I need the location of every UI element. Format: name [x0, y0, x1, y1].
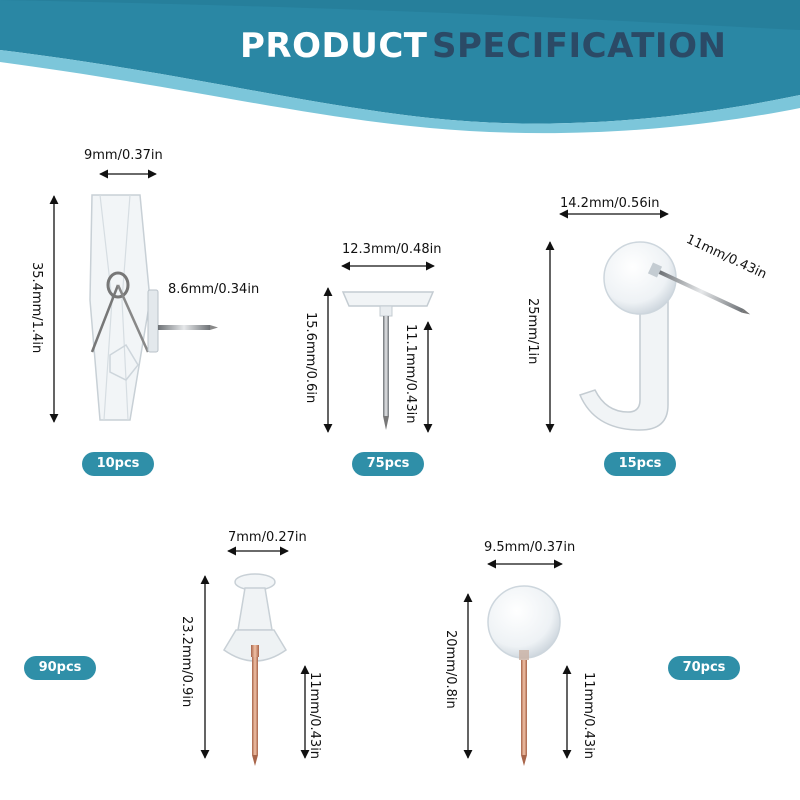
hook-pin-qty-badge: 15pcs: [604, 452, 676, 476]
flat-thumbtack-illustration: [323, 261, 435, 433]
clip-pin-height-label: 35.4mm/1.4in: [29, 262, 44, 354]
header-banner: [0, 0, 800, 134]
flat-thumbtack-height-label: 15.6mm/0.6in: [303, 312, 318, 404]
clip-pin-qty-badge: 10pcs: [82, 452, 154, 476]
ball-pin-height-label: 20mm/0.8in: [443, 630, 458, 709]
push-pin-illustration: [200, 546, 310, 766]
ball-pin-qty-badge: 70pcs: [668, 656, 740, 680]
hook-pin-height-label: 25mm/1in: [525, 298, 540, 365]
clip-pin-illustration: [49, 169, 218, 423]
flat-thumbtack-pin-length-label: 11.1mm/0.43in: [403, 324, 418, 424]
flat-thumbtack-qty-badge: 75pcs: [352, 452, 424, 476]
push-pin-pin-length-label: 11mm/0.43in: [307, 672, 322, 760]
push-pin-height-label: 23.2mm/0.9in: [179, 616, 194, 708]
hook-pin-width-label: 14.2mm/0.56in: [560, 196, 660, 211]
clip-pin-width-label: 9mm/0.37in: [84, 148, 163, 163]
ball-pin-width-label: 9.5mm/0.37in: [484, 540, 576, 555]
ball-pin-illustration: [463, 559, 572, 766]
push-pin-qty-badge: 90pcs: [24, 656, 96, 680]
title-product: PRODUCT: [240, 26, 428, 66]
title-specification: SPECIFICATION: [432, 26, 727, 66]
clip-pin-pin-length-label: 8.6mm/0.34in: [168, 282, 260, 297]
flat-thumbtack-width-label: 12.3mm/0.48in: [342, 242, 442, 257]
push-pin-width-label: 7mm/0.27in: [228, 530, 307, 545]
hook-pin-illustration: [545, 209, 751, 433]
ball-pin-pin-length-label: 11mm/0.43in: [581, 672, 596, 760]
